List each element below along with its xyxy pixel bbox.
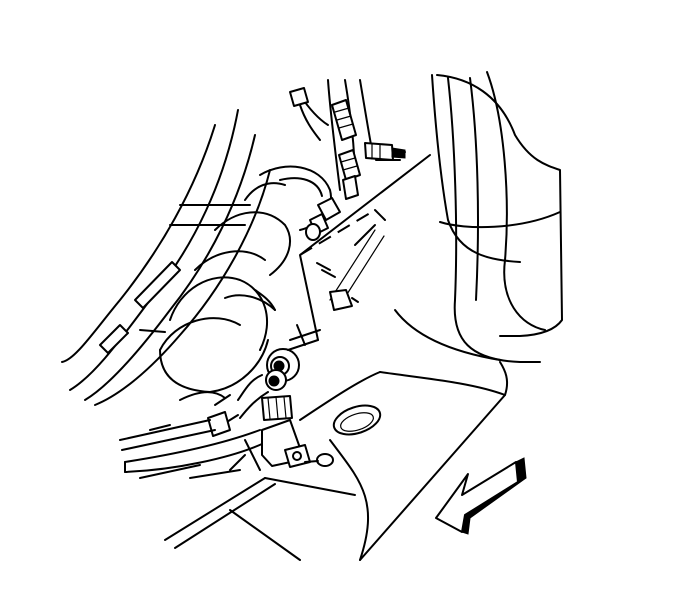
brake-hose-clip <box>329 289 359 311</box>
mounting-bracket <box>261 419 334 468</box>
lower-left-rails <box>119 391 263 479</box>
floor-panel <box>164 361 509 561</box>
lower-brake-fitting <box>207 324 321 437</box>
brake-line-fittings <box>305 99 406 241</box>
body-side-panel <box>394 71 563 363</box>
front-direction-arrow-icon <box>435 457 527 535</box>
detail-callout-outline <box>299 154 431 341</box>
frame-rail <box>61 109 271 406</box>
access-hole <box>332 404 382 436</box>
